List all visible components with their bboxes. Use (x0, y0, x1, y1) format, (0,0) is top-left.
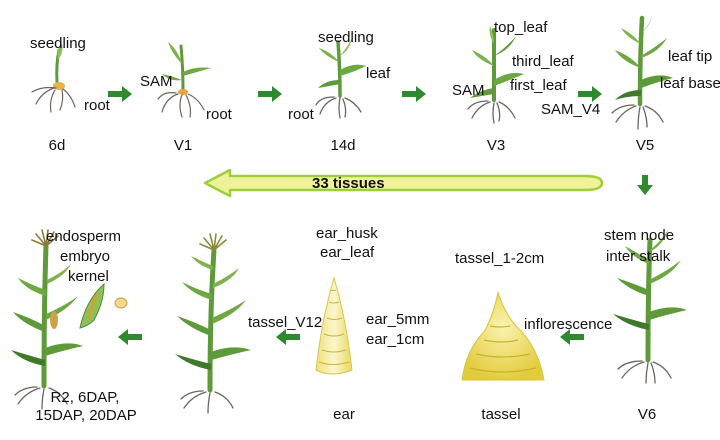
tissue-label-ear-husk: ear_husk (316, 225, 378, 242)
stage-label-v1: V1 (173, 137, 193, 154)
tissue-label-ear-5mm: ear_5mm (366, 311, 430, 328)
kernel-icon (114, 297, 128, 309)
stage-label-v5: V5 (635, 137, 655, 154)
stage-label-14d: 14d (330, 137, 356, 154)
tissue-label-root-14d: root (288, 106, 314, 123)
tissue-label-stem-node: stem node (604, 227, 675, 244)
tissue-label-sam-v1: SAM (140, 73, 173, 90)
tissue-label-tassel-v12: tassel_V12 (248, 314, 323, 331)
tissue-label-root-v1: root (206, 106, 232, 123)
tissue-label-seedling-14d: seedling (318, 29, 374, 46)
tissue-label-inflorescence: inflorescence (524, 316, 613, 333)
plant-v6-icon (613, 230, 687, 384)
tissue-label-sam-v4: SAM_V4 (541, 101, 601, 118)
plant-14d-icon (315, 38, 366, 119)
tissue-label-kernel: kernel (68, 268, 109, 285)
tissue-label-endosperm: endosperm (46, 228, 122, 245)
tissue-label-ear-1cm: ear_1cm (366, 331, 425, 348)
arrow-v5-v6 (637, 175, 653, 195)
stage-arrows-top (108, 86, 602, 102)
tissue-label-leaf-tip: leaf tip (668, 48, 713, 65)
plant-6d-icon (31, 44, 76, 113)
tissue-label-tassel-1-2cm: tassel_1-2cm (455, 250, 545, 267)
arrow-v6-tassel (560, 329, 584, 345)
plant-r2-icon (11, 229, 83, 410)
arrow-v3-v5 (578, 86, 602, 102)
band-label: 33 tissues (312, 175, 385, 192)
stage-label-v3: V3 (486, 137, 506, 154)
ear-cone-icon (315, 276, 353, 375)
plant-v5-icon (611, 15, 673, 130)
plant-tassel-v12-icon (175, 233, 251, 414)
tassel-mound-icon (461, 291, 545, 381)
tissue-label-ear-leaf: ear_leaf (320, 244, 375, 261)
stage-label-6d: 6d (48, 137, 66, 154)
tissue-label-top-leaf: top_leaf (494, 19, 548, 36)
tissue-label-leaf-14d: leaf (366, 65, 391, 82)
stage-label-tassel: tassel (481, 406, 521, 423)
stage-label-r2-line1: R2, 6DAP, (50, 389, 120, 406)
arrow-ear-r2 (118, 329, 142, 345)
tissue-label-root-6d: root (84, 97, 110, 114)
plant-v3-icon (467, 26, 524, 124)
tissue-band-arrow (203, 168, 604, 198)
arrow-v1-14d (258, 86, 282, 102)
tissue-label-embryo: embryo (60, 248, 111, 265)
arrow-14d-v3 (402, 86, 426, 102)
tissue-label-seedling-6d: seedling (30, 35, 86, 52)
tissue-label-sam-v3: SAM (452, 82, 485, 99)
tissue-label-leaf-base: leaf base (660, 75, 720, 92)
tissue-label-inter-stalk: inter stalk (606, 248, 671, 265)
arrow-tassel-ear (276, 329, 300, 345)
tissue-label-first-leaf: first_leaf (510, 77, 567, 94)
tissue-label-third-leaf: third_leaf (512, 53, 574, 70)
ear-husk-icon (79, 282, 105, 329)
arrow-6d-v1 (108, 86, 132, 102)
stage-arrows-bottom (118, 329, 584, 345)
stage-label-v6: V6 (637, 406, 657, 423)
stage-label-ear: ear (333, 406, 355, 423)
stage-label-r2-line2: 15DAP, 20DAP (35, 407, 137, 424)
plant-v1-icon (157, 42, 211, 118)
